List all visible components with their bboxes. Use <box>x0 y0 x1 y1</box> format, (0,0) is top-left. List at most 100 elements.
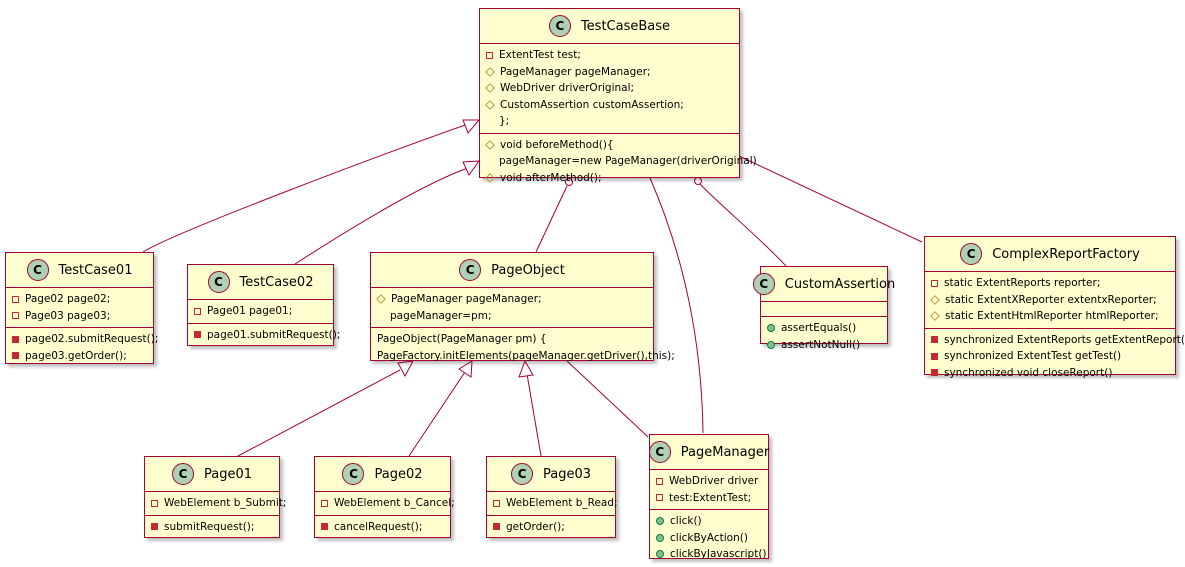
private-method-icon <box>12 352 19 360</box>
fields-section: WebElement b_Cancel; <box>315 492 455 515</box>
field-text: test:ExtentTest; <box>669 491 752 504</box>
protected-field-icon <box>930 311 940 322</box>
fields-section: Page02 page02; Page03 page03; <box>6 288 153 327</box>
field-row: static ExtentReports reporter; <box>925 275 1175 292</box>
field-row: WebElement b_Read; <box>487 495 618 512</box>
field-text: WebElement b_Submit; <box>164 497 287 510</box>
field-text: Page01 page01; <box>207 305 293 318</box>
method-text: synchronized void closeReport() <box>944 366 1113 379</box>
method-row: PageFactory.initElements(pageManager.get… <box>371 348 675 365</box>
private-method-icon <box>194 331 201 339</box>
methods-section: submitRequest(); <box>145 514 279 539</box>
edge-pagemanager-testcasebase <box>649 177 704 434</box>
class-name: PageManager <box>680 444 770 460</box>
class-name: Page01 <box>203 466 252 482</box>
class-icon: C <box>342 463 365 485</box>
field-text: static ExtentReports reporter; <box>944 277 1101 290</box>
field-text: static ExtentXReporter extentxReporter; <box>945 293 1157 306</box>
field-text: }; <box>499 115 510 128</box>
inheritance-arrowhead <box>397 360 414 378</box>
private-method-icon <box>151 523 158 531</box>
edge-customassertion-testcasebase <box>699 183 787 267</box>
edge-testcase01-testcasebase <box>142 123 469 253</box>
method-text: submitRequest(); <box>164 520 255 533</box>
class-page02[interactable]: C Page02 WebElement b_Cancel; cancelReque… <box>314 456 455 539</box>
class-icon: C <box>648 441 671 463</box>
method-row: clickByJavascript() <box>650 546 768 563</box>
edge-pagemanager-pageobject <box>566 360 649 438</box>
fields-section: WebDriver driver test:ExtentTest; <box>650 470 768 509</box>
private-field-icon <box>151 499 158 507</box>
private-field-icon <box>656 494 663 502</box>
method-row: click() <box>650 513 768 530</box>
private-method-icon <box>321 523 328 531</box>
class-name: CustomAssertion <box>784 276 896 292</box>
field-text: WebDriver driver <box>669 475 759 488</box>
field-row: PageManager pageManager; <box>371 291 653 308</box>
method-row: page02.submitRequest(); <box>6 331 158 348</box>
private-method-icon <box>12 335 19 343</box>
field-row: WebDriver driverOriginal; <box>480 80 739 97</box>
protected-field-icon <box>376 294 386 305</box>
method-row: synchronized void closeReport() <box>925 365 1175 382</box>
field-row: Page03 page03; <box>6 308 153 325</box>
private-field-icon <box>194 307 201 315</box>
method-row: pageManager=new PageManager(driverOrigin… <box>480 153 757 170</box>
field-row: pageManager=pm; <box>371 308 653 325</box>
field-row: static ExtentXReporter extentxReporter; <box>925 292 1175 309</box>
private-method-icon <box>493 523 500 531</box>
methods-section: assertEquals() assertNotNull() <box>761 316 887 356</box>
method-row: clickByAction() <box>650 530 768 547</box>
fields-section: PageManager pageManager; pageManager=pm; <box>371 288 653 327</box>
field-text: WebElement b_Cancel; <box>334 497 455 510</box>
fields-section <box>761 302 887 316</box>
field-text: pageManager=pm; <box>390 309 492 322</box>
field-row: test:ExtentTest; <box>650 490 768 507</box>
field-text: Page02 page02; <box>25 293 111 306</box>
private-method-icon <box>931 336 938 344</box>
method-row: PageObject(PageManager pm) { <box>371 331 653 348</box>
method-row: assertNotNull() <box>761 337 887 354</box>
public-method-icon <box>656 517 664 526</box>
fields-section: static ExtentReports reporter; static Ex… <box>925 272 1175 328</box>
public-method-icon <box>767 324 775 333</box>
class-icon: C <box>207 271 230 293</box>
method-row: void beforeMethod(){ <box>480 137 739 154</box>
edge-page01-pageobject <box>237 369 401 457</box>
class-header: C Page02 <box>315 457 450 492</box>
class-name: Page02 <box>374 466 423 482</box>
method-text: PageObject(PageManager pm) { <box>377 333 547 346</box>
inheritance-arrowhead <box>462 119 481 134</box>
methods-section: cancelRequest(); <box>315 514 450 539</box>
field-text: ExtentTest test; <box>499 49 581 62</box>
protected-field-icon <box>930 294 940 305</box>
private-field-icon <box>656 477 663 485</box>
field-row: PageManager pageManager; <box>480 64 739 81</box>
field-row: CustomAssertion customAssertion; <box>480 97 739 114</box>
protected-method-icon <box>485 139 495 150</box>
class-name: Page03 <box>542 466 591 482</box>
fields-section: Page01 page01; <box>188 300 333 323</box>
field-row: }; <box>480 113 739 130</box>
edge-testcase02-testcasebase <box>294 167 469 265</box>
fields-section: WebElement b_Read; <box>487 492 618 515</box>
method-row: page01.submitRequest(); <box>188 327 340 344</box>
method-text: click() <box>670 515 702 528</box>
class-pagemanager[interactable]: C PageManager WebDriver driver test:Exten… <box>648 434 770 560</box>
field-text: Page03 page03; <box>25 309 111 322</box>
field-text: WebDriver driverOriginal; <box>500 82 635 95</box>
method-row: synchronized ExtentReports getExtentRepo… <box>925 332 1185 349</box>
